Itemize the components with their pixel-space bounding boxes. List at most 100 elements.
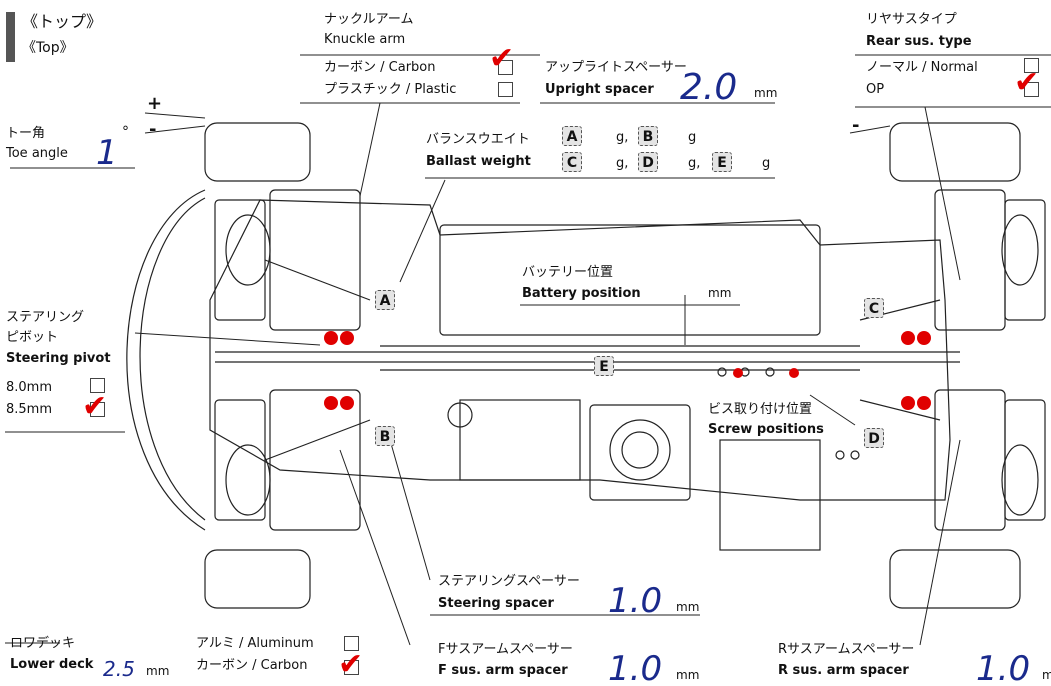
- rear-left-tyre: [889, 122, 1021, 182]
- toe-angle-ja: トー角: [6, 126, 46, 141]
- marker-rear-upper-2: [917, 331, 931, 345]
- steering-spacer-en: Steering spacer: [438, 596, 554, 611]
- esc-fan-box: [589, 404, 691, 501]
- rear-sus-normal-checkbox[interactable]: [1024, 58, 1039, 73]
- steering-pivot-opt2-checkbox[interactable]: [90, 402, 105, 417]
- cooling-fan: [609, 419, 671, 481]
- section-bar: [6, 12, 15, 62]
- title-en: 《Top》: [22, 40, 74, 56]
- toe-angle-value: 1: [96, 133, 118, 173]
- ballast-d-unit: g,: [688, 156, 701, 171]
- screw-positions-en: Screw positions: [708, 422, 824, 437]
- chassis-outline: [209, 199, 951, 501]
- steering-pivot-opt1-checkbox[interactable]: [90, 378, 105, 393]
- chassis-tag-b: B: [375, 426, 395, 446]
- lower-deck-carbon-label: カーボン / Carbon: [196, 658, 308, 673]
- rear-sus-op-checkbox[interactable]: [1024, 82, 1039, 97]
- lower-deck-en: Lower deck: [10, 657, 94, 672]
- rear-sus-type-en: Rear sus. type: [866, 34, 972, 49]
- f-arm-spacer-unit: mm: [676, 668, 700, 682]
- ballast-tag-d: D: [638, 152, 658, 172]
- steering-spacer-value: 1.0: [608, 581, 663, 621]
- screw-positions-ja: ビス取り付け位置: [708, 402, 813, 417]
- ballast-c-unit: g,: [616, 156, 629, 171]
- marker-front-upper-2: [340, 331, 354, 345]
- marker-rear-lower-1: [901, 396, 915, 410]
- upright-spacer-ja: アップライトスペーサー: [545, 60, 687, 75]
- knuckle-plastic-checkbox[interactable]: [498, 82, 513, 97]
- ballast-a-unit: g,: [616, 130, 629, 145]
- rear-right-tyre: [889, 549, 1021, 609]
- ballast-en: Ballast weight: [426, 154, 531, 169]
- knuckle-arm-en: Knuckle arm: [324, 32, 406, 47]
- ballast-tag-c: C: [562, 152, 582, 172]
- rear-sus-op-check-icon: ✔: [1014, 65, 1040, 100]
- chassis-tag-c: C: [864, 298, 884, 318]
- lower-deck-ja: ロワデッキ: [10, 636, 76, 651]
- steering-pivot-ja-1: ステアリング: [6, 310, 85, 325]
- steering-pivot-opt1-label: 8.0mm: [6, 380, 53, 395]
- chassis-tag-e: E: [594, 356, 614, 376]
- rear-sus-normal-label: ノーマル / Normal: [866, 60, 978, 75]
- toe-angle-en: Toe angle: [6, 146, 68, 161]
- marker-screw-1: [733, 368, 743, 378]
- knuckle-carbon-label: カーボン / Carbon: [324, 60, 436, 75]
- steering-pivot-en: Steering pivot: [6, 351, 111, 366]
- steering-pivot-opt2-check-icon: ✔: [82, 389, 108, 424]
- steering-pivot-ja-2: ピボット: [6, 330, 59, 345]
- steering-spacer-unit: mm: [676, 600, 700, 614]
- upright-spacer-unit: mm: [754, 86, 778, 100]
- ballast-tag-a: A: [562, 126, 582, 146]
- chassis-tag-d: D: [864, 428, 884, 448]
- knuckle-arm-ja: ナックルアーム: [324, 12, 414, 27]
- front-left-tyre: [204, 122, 311, 182]
- front-right-tyre: [204, 549, 311, 609]
- upright-spacer-en: Upright spacer: [545, 82, 654, 97]
- rear-toe-minus: -: [852, 115, 860, 136]
- ballast-e-unit: g: [762, 156, 771, 171]
- r-arm-spacer-unit: m: [1042, 668, 1051, 682]
- lower-deck-value: 2.5: [103, 657, 135, 681]
- lower-deck-aluminum-label: アルミ / Aluminum: [196, 636, 314, 651]
- upright-spacer-value: 2.0: [680, 67, 738, 108]
- lower-deck-aluminum-checkbox[interactable]: [344, 636, 359, 651]
- marker-front-lower-2: [340, 396, 354, 410]
- ballast-tag-b: B: [638, 126, 658, 146]
- marker-screw-2: [789, 368, 799, 378]
- battery-position-en: Battery position: [522, 286, 641, 301]
- motor-box: [719, 439, 821, 551]
- battery-outline: [439, 224, 821, 336]
- battery-position-unit: mm: [708, 286, 732, 300]
- lower-deck-carbon-check-icon: ✔: [338, 647, 364, 682]
- chassis-tag-a: A: [375, 290, 395, 310]
- ballast-ja: バランスウエイト: [426, 132, 530, 147]
- toe-angle-unit: °: [122, 124, 129, 140]
- marker-front-upper-1: [324, 331, 338, 345]
- battery-position-ja: バッテリー位置: [522, 265, 614, 280]
- ballast-b-unit: g: [688, 130, 697, 145]
- title-ja: 《トップ》: [22, 12, 103, 31]
- marker-rear-upper-1: [901, 331, 915, 345]
- r-arm-spacer-value: 1.0: [976, 649, 1031, 686]
- knuckle-plastic-label: プラスチック / Plastic: [324, 82, 457, 97]
- lower-deck-unit: mm: [146, 664, 170, 678]
- front-bumper: [126, 189, 206, 531]
- knuckle-carbon-check-icon: ✔: [489, 41, 515, 76]
- f-arm-spacer-value: 1.0: [608, 649, 663, 686]
- steering-pivot-opt2-label: 8.5mm: [6, 402, 53, 417]
- toe-minus: -: [149, 119, 157, 140]
- knuckle-carbon-checkbox[interactable]: [498, 60, 513, 75]
- steering-spacer-ja: ステアリングスペーサー: [438, 574, 580, 589]
- rear-sus-op-label: OP: [866, 82, 885, 97]
- r-arm-spacer-ja: Rサスアームスペーサー: [778, 642, 915, 657]
- ballast-tag-e: E: [712, 152, 732, 172]
- toe-plus: +: [147, 93, 163, 114]
- marker-front-lower-1: [324, 396, 338, 410]
- f-arm-spacer-ja: Fサスアームスペーサー: [438, 642, 573, 657]
- marker-rear-lower-2: [917, 396, 931, 410]
- rear-sus-type-ja: リヤサスタイプ: [866, 12, 957, 27]
- r-arm-spacer-en: R sus. arm spacer: [778, 663, 909, 678]
- lower-deck-carbon-checkbox[interactable]: [344, 660, 359, 675]
